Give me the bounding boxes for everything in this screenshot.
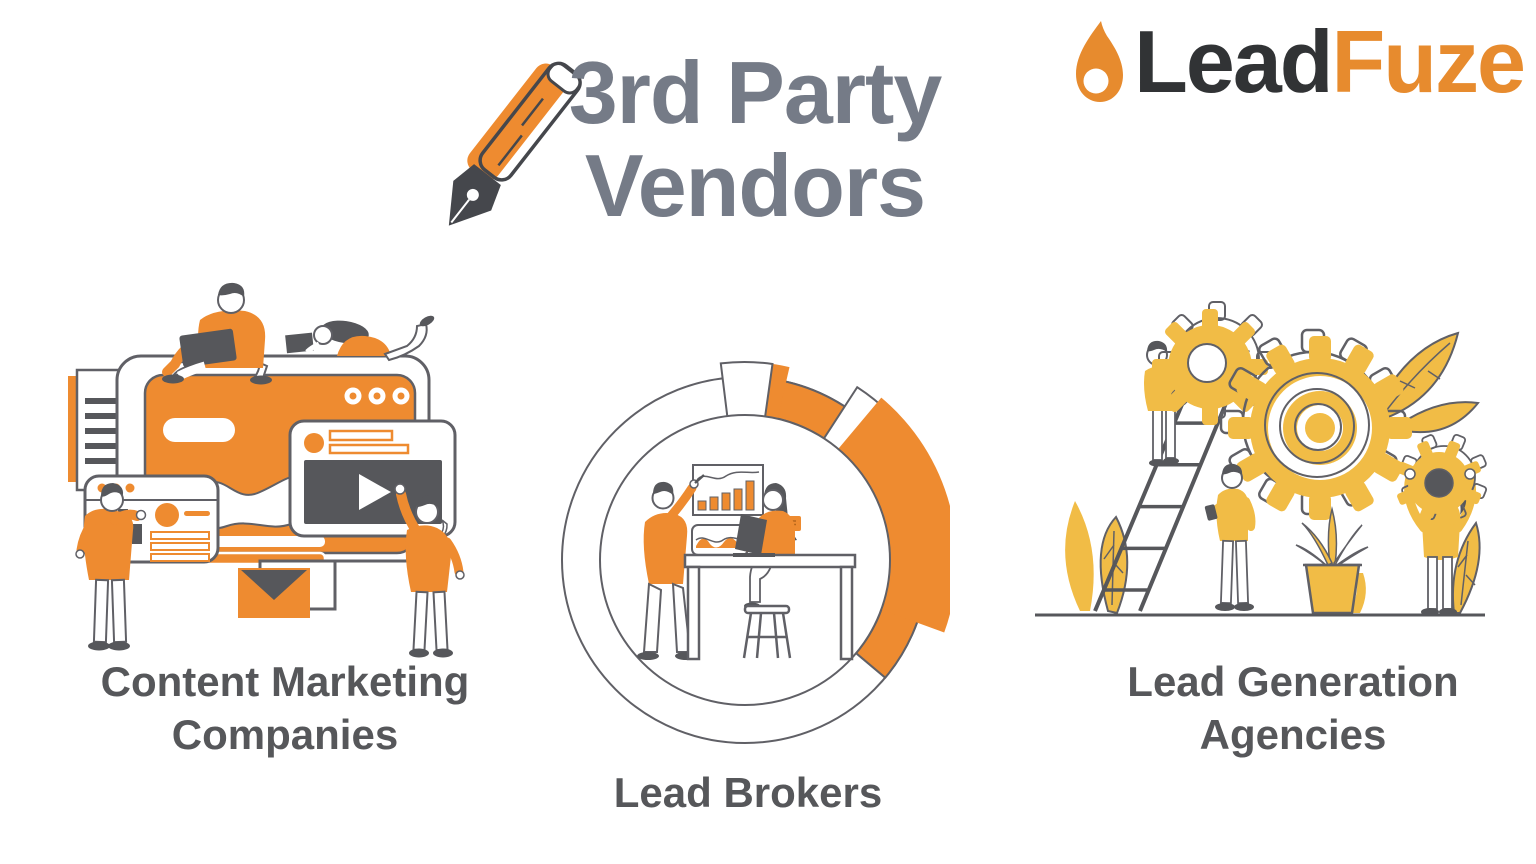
label-lead-generation-agencies: Lead Generation Agencies (1063, 655, 1523, 761)
label-line: Lead Brokers (613, 769, 883, 816)
page-title-line1: 3rd Party (568, 43, 943, 142)
label-lead-brokers: Lead Brokers (545, 766, 951, 819)
leadfuze-logo: LeadFuze (1070, 18, 1526, 106)
person-with-phone (1204, 463, 1256, 611)
label-line: Companies (171, 711, 399, 758)
flame-icon (1076, 21, 1124, 102)
stool (742, 604, 792, 659)
gear-large-icon (1219, 328, 1412, 520)
bar-chart-poster (692, 464, 764, 516)
label-line: Agencies (1199, 711, 1387, 758)
lead-brokers-illustration (545, 350, 950, 750)
person-presenting (637, 474, 705, 660)
monitor-stand (238, 559, 337, 618)
person-reaching-video (394, 483, 465, 658)
label-line: Lead Generation (1127, 658, 1459, 705)
person-pointing-at-chart (75, 483, 147, 651)
leaves-right (1451, 520, 1481, 614)
fountain-pen-icon (422, 42, 597, 257)
person-lying-with-laptop (285, 315, 435, 362)
page-title-line2: Vendors (584, 136, 926, 235)
play-icon (359, 474, 391, 510)
label-content-marketing-companies: Content Marketing Companies (55, 655, 515, 761)
potted-plant (1295, 506, 1369, 615)
desk (683, 553, 857, 661)
page-title: 3rd Party Vendors (520, 46, 990, 232)
logo-word-dark: Lead (1134, 12, 1333, 111)
content-marketing-illustration (55, 278, 465, 658)
label-line: Content Marketing (100, 658, 470, 705)
logo-word-orange: Fuze (1331, 12, 1526, 111)
logo-wordmark: LeadFuze (1134, 18, 1526, 106)
leaves-top-right (1373, 331, 1480, 434)
lead-generation-illustration (1020, 293, 1490, 628)
person-sitting-with-laptop (162, 282, 272, 385)
laptop-icon (733, 514, 775, 557)
person-with-gear (1396, 433, 1488, 616)
